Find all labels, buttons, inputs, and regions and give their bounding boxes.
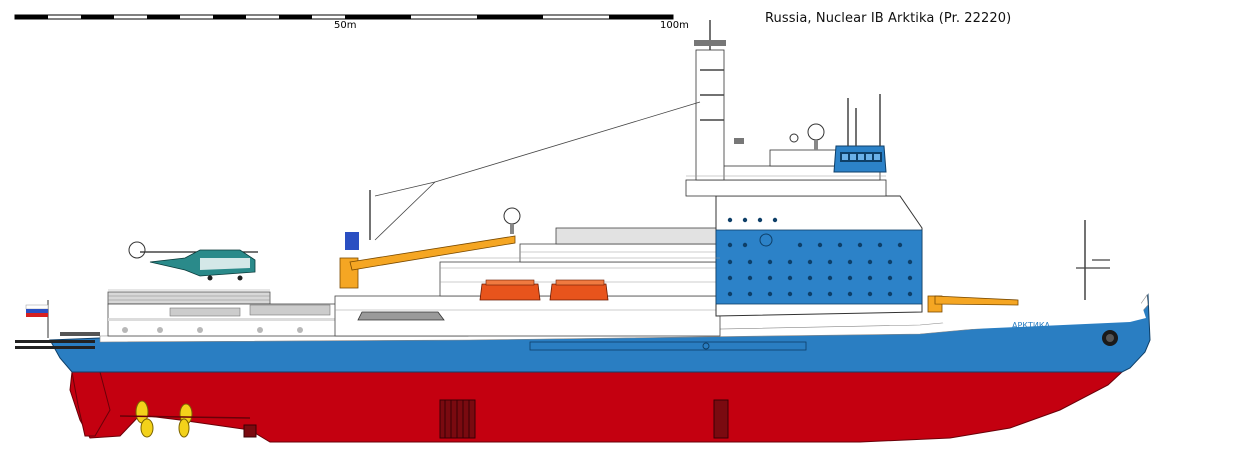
hull-name-label: АРКТИКА <box>1012 321 1051 330</box>
bridge-wheelhouse <box>833 145 887 173</box>
scale-label-100m: 100m <box>660 20 689 31</box>
forward-crane <box>927 295 1019 313</box>
aft-crane <box>339 232 516 289</box>
hull-underwater-red <box>69 371 1124 443</box>
sea-chest-grille <box>243 399 729 439</box>
drawing-title: Russia, Nuclear IB Arktika (Pr. 22220) <box>765 11 1012 26</box>
main-mast <box>369 20 1086 300</box>
radar-dome-icon <box>503 123 825 234</box>
lifeboat <box>479 279 609 301</box>
scale-label-50m: 50m <box>334 20 357 31</box>
flag-russia-icon <box>25 300 49 338</box>
propeller-icon <box>135 400 193 438</box>
helicopter-icon <box>128 241 258 281</box>
anchor-icon <box>1102 330 1118 346</box>
scale-bar <box>14 14 674 20</box>
